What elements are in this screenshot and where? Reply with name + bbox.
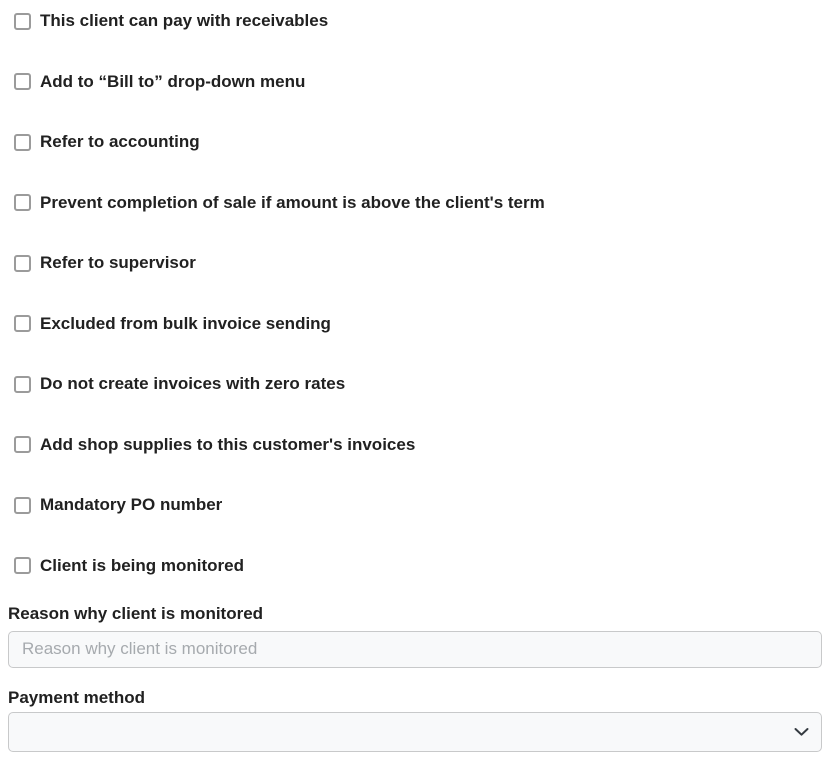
checkbox-icon[interactable] bbox=[14, 315, 31, 332]
checkbox-row-prevent-completion-above-term[interactable]: Prevent completion of sale if amount is … bbox=[0, 193, 830, 213]
checkbox-label: Refer to accounting bbox=[40, 132, 200, 151]
checkbox-label: Excluded from bulk invoice sending bbox=[40, 313, 331, 333]
checkbox-row-excluded-bulk-invoice[interactable]: Excluded from bulk invoice sending bbox=[0, 314, 830, 334]
payment-method-group: Payment method bbox=[0, 688, 830, 752]
checkbox-label: Refer to supervisor bbox=[40, 253, 196, 272]
checkbox-icon[interactable] bbox=[14, 254, 31, 272]
checkbox-icon[interactable] bbox=[14, 73, 31, 90]
checkbox-icon[interactable] bbox=[14, 496, 31, 514]
checkbox-label: Do not create invoices with zero rates bbox=[40, 374, 346, 393]
checkbox-row-add-shop-supplies[interactable]: Add shop supplies to this customer's inv… bbox=[0, 435, 830, 455]
checkbox-label: This client can pay with receivables bbox=[40, 11, 329, 30]
checkbox-row-refer-to-accounting[interactable]: Refer to accounting bbox=[0, 132, 830, 152]
checkbox-label: Client is being monitored bbox=[40, 555, 245, 575]
checkbox-label: Mandatory PO number bbox=[40, 495, 223, 514]
reason-field-group: Reason why client is monitored bbox=[0, 604, 830, 668]
checkbox-row-add-to-bill-to[interactable]: Add to “Bill to” drop-down menu bbox=[0, 72, 830, 92]
checkbox-icon[interactable] bbox=[14, 12, 31, 30]
checkbox-icon[interactable] bbox=[14, 557, 31, 574]
checkbox-row-pay-with-receivables[interactable]: This client can pay with receivables bbox=[0, 11, 830, 31]
checkbox-list: This client can pay with receivables Add… bbox=[0, 11, 830, 576]
checkbox-row-client-monitored[interactable]: Client is being monitored bbox=[0, 556, 830, 576]
checkbox-icon[interactable] bbox=[14, 194, 31, 211]
checkbox-row-mandatory-po-number[interactable]: Mandatory PO number bbox=[0, 495, 830, 515]
reason-label: Reason why client is monitored bbox=[8, 603, 264, 623]
checkbox-label: Add to “Bill to” drop-down menu bbox=[40, 71, 306, 91]
checkbox-row-refer-to-supervisor[interactable]: Refer to supervisor bbox=[0, 253, 830, 273]
checkbox-icon[interactable] bbox=[14, 436, 31, 453]
payment-method-select[interactable] bbox=[8, 711, 822, 752]
checkbox-label: Prevent completion of sale if amount is … bbox=[40, 192, 545, 212]
checkbox-icon[interactable] bbox=[14, 375, 31, 393]
checkbox-row-no-zero-rate-invoices[interactable]: Do not create invoices with zero rates bbox=[0, 374, 830, 394]
payment-method-label: Payment method bbox=[8, 687, 145, 707]
checkbox-icon[interactable] bbox=[14, 133, 31, 151]
payment-method-select-wrap bbox=[8, 711, 822, 752]
reason-input[interactable] bbox=[8, 630, 822, 668]
checkbox-label: Add shop supplies to this customer's inv… bbox=[40, 434, 416, 454]
